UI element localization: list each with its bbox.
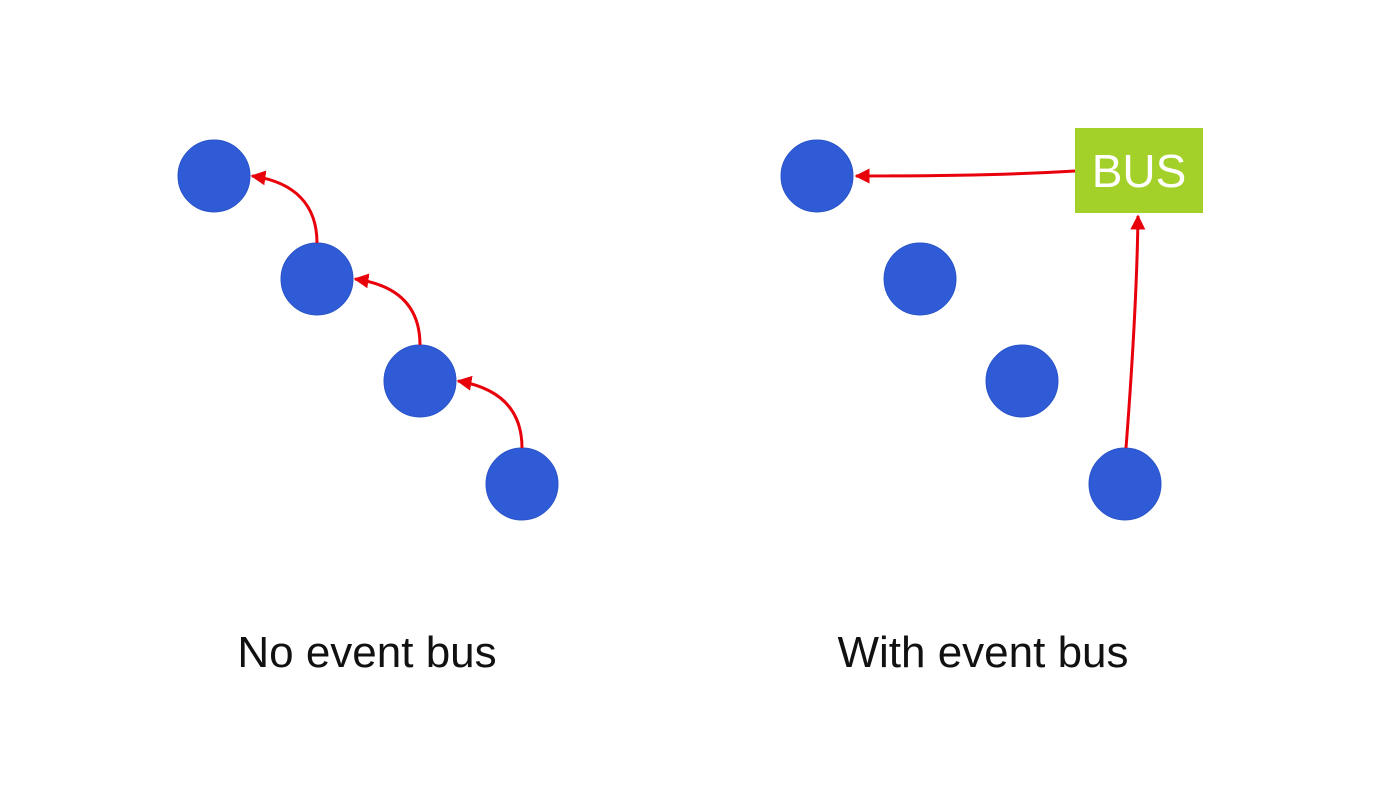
left-arrow-2-to-1	[250, 170, 319, 244]
left-arrow-3-to-2	[353, 273, 422, 346]
right-node-4	[1088, 447, 1162, 521]
right-arrow-bus-to-node1	[854, 168, 1076, 184]
caption-no-event-bus: No event bus	[237, 628, 496, 677]
right-node-2	[883, 242, 957, 316]
left-node-2	[280, 242, 354, 316]
event-bus-box	[1075, 128, 1203, 213]
event-bus-label: BUS	[1092, 145, 1187, 197]
right-node-3	[985, 344, 1059, 418]
right-arrow-node4-to-bus	[1124, 214, 1146, 449]
right-node-1	[780, 139, 854, 213]
left-node-1	[177, 139, 251, 213]
panel-with-event-bus: BUS With event bus	[780, 128, 1203, 677]
left-node-3	[383, 344, 457, 418]
panel-no-event-bus: No event bus	[177, 139, 559, 677]
caption-with-event-bus: With event bus	[837, 628, 1128, 677]
left-arrow-4-to-3	[456, 375, 524, 449]
left-node-4	[485, 447, 559, 521]
